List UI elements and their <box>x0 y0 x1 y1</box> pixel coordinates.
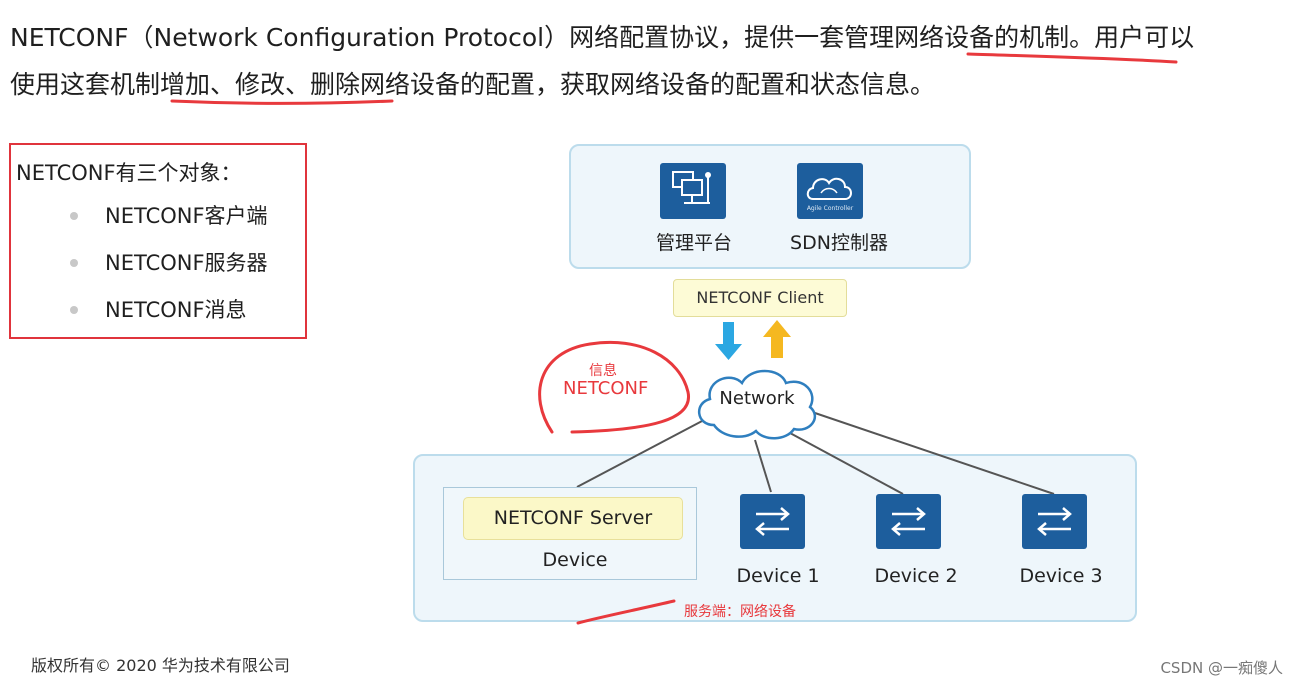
sdn-controller-icon: Agile Controller <box>797 163 863 219</box>
underline-mark <box>576 599 676 625</box>
management-platform-label: 管理平台 <box>655 232 732 254</box>
list-item-label: NETCONF客户端 <box>105 204 268 228</box>
switch-icon <box>740 494 805 549</box>
switch-icon <box>1022 494 1087 549</box>
switch-icon <box>876 494 941 549</box>
objects-title: NETCONF有三个对象： <box>16 161 242 185</box>
arrow-up-icon <box>763 320 791 358</box>
device-1-label: Device 1 <box>736 565 820 587</box>
management-platform-icon <box>660 163 726 219</box>
device-label: Device <box>542 549 608 571</box>
arrow-down-icon <box>715 322 742 360</box>
annotation-server: 服务端：网络设备 <box>684 604 796 620</box>
bullet-icon <box>70 259 78 267</box>
list-item: NETCONF消息 <box>11 295 268 342</box>
link-line <box>789 432 904 495</box>
intro-line-1: NETCONF（Network Configuration Protocol）网… <box>10 23 1195 52</box>
copyright-text: 版权所有© 2020 华为技术有限公司 <box>31 656 290 675</box>
network-label: Network <box>719 388 795 409</box>
list-item-label: NETCONF服务器 <box>105 251 268 275</box>
underline-mark <box>966 52 1178 64</box>
bullet-icon <box>70 212 78 220</box>
intro-line-2: 使用这套机制增加、修改、删除网络设备的配置，获取网络设备的配置和状态信息。 <box>10 70 936 99</box>
annotation-message: 信息 <box>589 363 617 379</box>
intro-text: NETCONF（Network Configuration Protocol）网… <box>10 14 1300 108</box>
underline-mark <box>170 99 394 105</box>
circle-mark <box>538 340 690 434</box>
list-item: NETCONF客户端 <box>11 201 268 248</box>
sdn-controller-label: SDN控制器 <box>790 232 888 254</box>
link-line <box>811 411 1055 495</box>
netconf-server-box: NETCONF Server <box>463 497 683 540</box>
annotation-netconf: NETCONF <box>563 378 649 399</box>
objects-box: NETCONF有三个对象： NETCONF客户端 NETCONF服务器 NETC… <box>9 143 307 339</box>
list-item: NETCONF服务器 <box>11 248 268 295</box>
network-cloud-icon <box>698 369 817 440</box>
device-3-label: Device 3 <box>1019 565 1103 587</box>
objects-list: NETCONF客户端 NETCONF服务器 NETCONF消息 <box>11 201 268 342</box>
list-item-label: NETCONF消息 <box>105 298 247 322</box>
bullet-icon <box>70 306 78 314</box>
agile-controller-text: Agile Controller <box>806 205 854 212</box>
link-line <box>754 439 772 493</box>
management-panel <box>569 144 971 269</box>
netconf-client-box: NETCONF Client <box>673 279 847 317</box>
watermark-text: CSDN @一痴傻人 <box>1160 659 1283 677</box>
device-2-label: Device 2 <box>874 565 958 587</box>
link-line <box>576 419 705 488</box>
